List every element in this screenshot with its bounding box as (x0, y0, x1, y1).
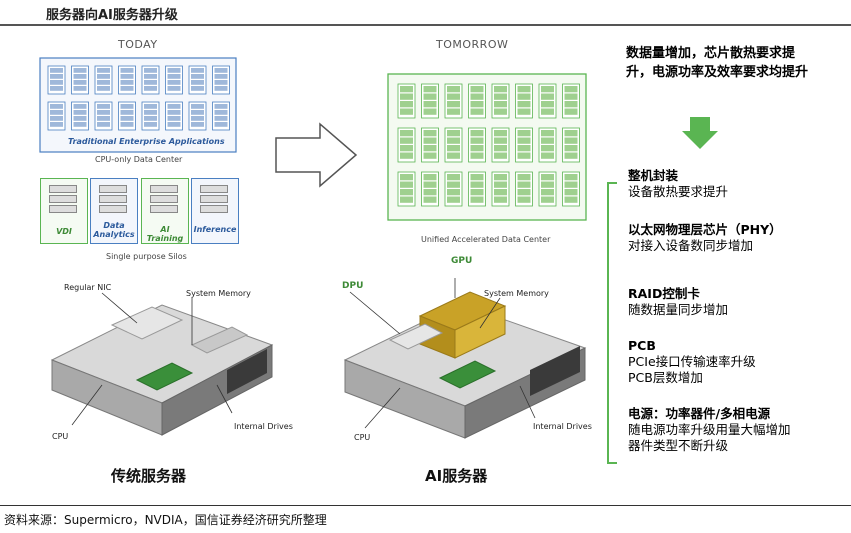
accelerated-rack-unit (468, 127, 486, 163)
item-line: 设备散热要求提升 (628, 184, 729, 199)
accelerated-rack-unit (515, 127, 533, 163)
accelerated-rack-unit (397, 127, 416, 163)
accelerated-rack-unit (421, 171, 439, 207)
dpu-label: DPU (342, 281, 364, 291)
gpu-label: GPU (451, 256, 473, 266)
ai-server-illustration (343, 278, 587, 439)
top-divider (0, 24, 851, 26)
silo-inference: Inference (191, 178, 239, 244)
cpu-rack-unit (71, 65, 89, 95)
cpu-rack-unit (188, 65, 207, 95)
component-item-power: 电源：功率器件/多相电源 随电源功率升级用量大幅增加 器件类型不断升级 (628, 406, 843, 454)
accelerated-rack-unit (421, 127, 439, 163)
item-line: 随数据量同步增加 (628, 302, 729, 317)
items-bracket (607, 182, 617, 464)
today-header: TODAY (118, 38, 158, 51)
cpu-rack-unit (212, 65, 230, 95)
bottom-divider (0, 505, 851, 506)
cpu-rack-unit (47, 101, 66, 131)
tomorrow-cpu-label: CPU (354, 433, 371, 442)
item-line: PCB层数增加 (628, 370, 703, 385)
cpu-rack-unit (165, 65, 183, 95)
item-line: 对接入设备数同步增加 (628, 238, 754, 253)
accelerated-rack-unit (421, 83, 439, 119)
item-line: 器件类型不断升级 (628, 438, 729, 453)
accelerated-rack-unit (538, 171, 557, 207)
accelerated-rack-unit (444, 127, 463, 163)
component-item-pcb: PCB PCIe接口传输速率升级 PCB层数增加 (628, 338, 843, 386)
silo-ai-training: AI Training (141, 178, 189, 244)
item-heading: 以太网物理层芯片（PHY） (628, 222, 782, 237)
traditional-apps-banner: Traditional Enterprise Applications (68, 137, 225, 146)
source-note: 资料来源：Supermicro，NVDIA，国信证券经济研究所整理 (4, 513, 327, 527)
cpu-rack-unit (165, 101, 183, 131)
silo-vdi: VDI (40, 178, 88, 244)
component-item-phy: 以太网物理层芯片（PHY） 对接入设备数同步增加 (628, 222, 843, 254)
accelerated-rack-unit (515, 83, 533, 119)
unified-datacenter-caption: Unified Accelerated Data Center (421, 235, 551, 244)
cpu-rack-unit (188, 101, 207, 131)
item-line: 随电源功率升级用量大幅增加 (628, 422, 791, 437)
silo-vdi-label: VDI (56, 227, 72, 236)
cpu-rack-unit (94, 65, 113, 95)
accelerated-rack-unit (444, 171, 463, 207)
tomorrow-header: TOMORROW (436, 38, 509, 51)
tomorrow-internal-drives-label: Internal Drives (533, 422, 592, 431)
today-system-memory-label: System Memory (186, 289, 251, 298)
accelerated-rack-unit (491, 127, 510, 163)
silo-data-analytics-label: Data Analytics (93, 221, 135, 239)
requirements-note: 数据量增加，芯片散热要求提升，电源功率及效率要求均提升 (626, 46, 809, 80)
unified-datacenter-diagram (387, 73, 587, 221)
accelerated-rack-unit (538, 83, 557, 119)
cpu-rack-unit (47, 65, 66, 95)
silo-ai-training-label: AI Training (146, 225, 184, 243)
accelerated-rack-unit (515, 171, 533, 207)
accelerated-rack-unit (491, 83, 510, 119)
down-arrow-icon (682, 117, 718, 149)
cpu-rack-unit (94, 101, 113, 131)
cpu-rack-unit (141, 65, 160, 95)
component-item-raid: RAID控制卡 随数据量同步增加 (628, 286, 843, 318)
accelerated-rack-unit (538, 127, 557, 163)
accelerated-rack-unit (562, 127, 580, 163)
cpu-rack-unit (118, 65, 136, 95)
tomorrow-system-memory-label: System Memory (484, 289, 549, 298)
cpu-rack-unit (71, 101, 89, 131)
cpu-rack-unit (141, 101, 160, 131)
item-heading: RAID控制卡 (628, 286, 700, 301)
cpu-only-caption: CPU-only Data Center (95, 155, 183, 164)
transition-arrow-icon (275, 122, 358, 188)
cpu-rack-unit (118, 101, 136, 131)
accelerated-rack-unit (468, 83, 486, 119)
traditional-server-illustration (50, 292, 274, 436)
accelerated-rack-unit (397, 83, 416, 119)
item-heading: 整机封装 (628, 168, 679, 183)
accelerated-rack-unit (444, 83, 463, 119)
item-line: PCIe接口传输速率升级 (628, 354, 756, 369)
accelerated-rack-unit (397, 171, 416, 207)
accelerated-rack-unit (491, 171, 510, 207)
cpu-rack-unit (212, 101, 230, 131)
accelerated-rack-unit (468, 171, 486, 207)
traditional-server-title: 传统服务器 (111, 467, 187, 485)
today-internal-drives-label: Internal Drives (234, 422, 293, 431)
component-item-packaging: 整机封装 设备散热要求提升 (628, 168, 843, 200)
accelerated-rack-unit (562, 83, 580, 119)
regular-nic-label: Regular NIC (64, 283, 112, 292)
silos-caption: Single purpose Silos (106, 252, 187, 261)
today-cpu-label: CPU (52, 432, 69, 441)
cpu-only-datacenter-diagram (39, 57, 237, 153)
item-heading: 电源：功率器件/多相电源 (628, 406, 771, 421)
item-heading: PCB (628, 338, 656, 353)
accelerated-rack-unit (562, 171, 580, 207)
page-title: 服务器向AI服务器升级 (46, 8, 178, 23)
silo-inference-label: Inference (193, 225, 237, 234)
ai-server-title: AI服务器 (425, 467, 488, 485)
silo-data-analytics: Data Analytics (90, 178, 138, 244)
